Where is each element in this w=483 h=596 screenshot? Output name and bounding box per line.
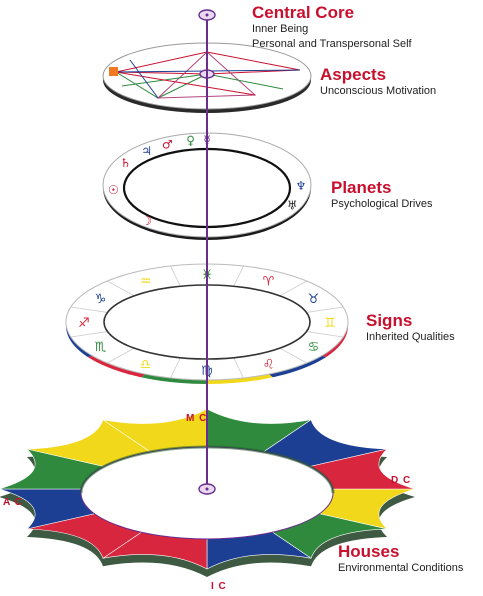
houses-line-1: Environmental Conditions [338,562,464,574]
signs-line-1: Inherited Qualities [366,331,455,343]
aspects-label: Aspects Unconscious Motivation [320,65,436,99]
central-core-line-1: Inner Being [252,23,309,35]
angle-dc-label: D C [391,475,412,486]
sign-glyph-2: ♉ [308,292,320,307]
sign-glyph-7: ♎ [140,358,152,373]
signs-label: Signs Inherited Qualities [366,311,455,345]
sign-glyph-4: ♋ [308,340,320,355]
sign-divider-11 [279,280,307,297]
angle-ac-label: A C [3,497,23,508]
planet-glyph-7: ☽ [141,214,152,228]
sign-divider-5 [107,347,135,364]
sign-divider-7 [70,306,108,313]
sign-glyph-3: ♊ [324,316,336,331]
planet-glyph-5: ♄ [120,156,131,170]
planet-glyph-9: ♆ [296,179,307,193]
sign-divider-4 [170,357,181,379]
sign-glyph-8: ♏ [95,340,107,355]
sign-divider-8 [107,280,135,297]
planet-glyph-3: ♃ [141,144,152,158]
sign-divider-12 [306,306,344,313]
central-core-line-2: Personal and Transpersonal Self [252,38,412,50]
sign-glyph-10: ♑ [95,292,107,307]
sign-divider-1 [306,331,344,338]
central-core-title: Central Core [252,3,355,22]
sign-divider-9 [170,265,181,287]
sign-divider-2 [279,347,307,364]
planet-glyph-4: ♀ [186,134,195,148]
sign-divider-10 [233,265,244,287]
planet-glyph-2: ♂ [162,137,173,151]
signs-title: Signs [366,311,413,330]
central-core-label: Central Core Inner Being Personal and Tr… [252,3,412,52]
sign-divider-3 [233,357,244,379]
sign-glyph-5: ♌ [263,358,275,373]
sign-glyph-11: ♒ [140,274,152,289]
planets-title: Planets [331,178,392,197]
houses-title: Houses [338,542,400,561]
signs-dividers [70,265,344,379]
angle-ic-label: I C [211,581,227,592]
planets-label: Planets Psychological Drives [331,178,432,212]
aspects-line-1: Unconscious Motivation [320,85,437,97]
aspects-title: Aspects [320,65,387,84]
aspects-node-marker [109,67,118,76]
planet-glyph-8: ♅ [287,198,298,212]
planets-line-1: Psychological Drives [331,198,433,210]
sign-glyph-1: ♈ [263,274,275,289]
planet-glyph-6: ☉ [108,183,119,197]
sign-divider-6 [70,331,108,338]
angle-mc-label: M C [186,413,208,424]
houses-label: Houses Environmental Conditions [338,542,463,576]
sign-glyph-9: ♐ [78,316,90,331]
